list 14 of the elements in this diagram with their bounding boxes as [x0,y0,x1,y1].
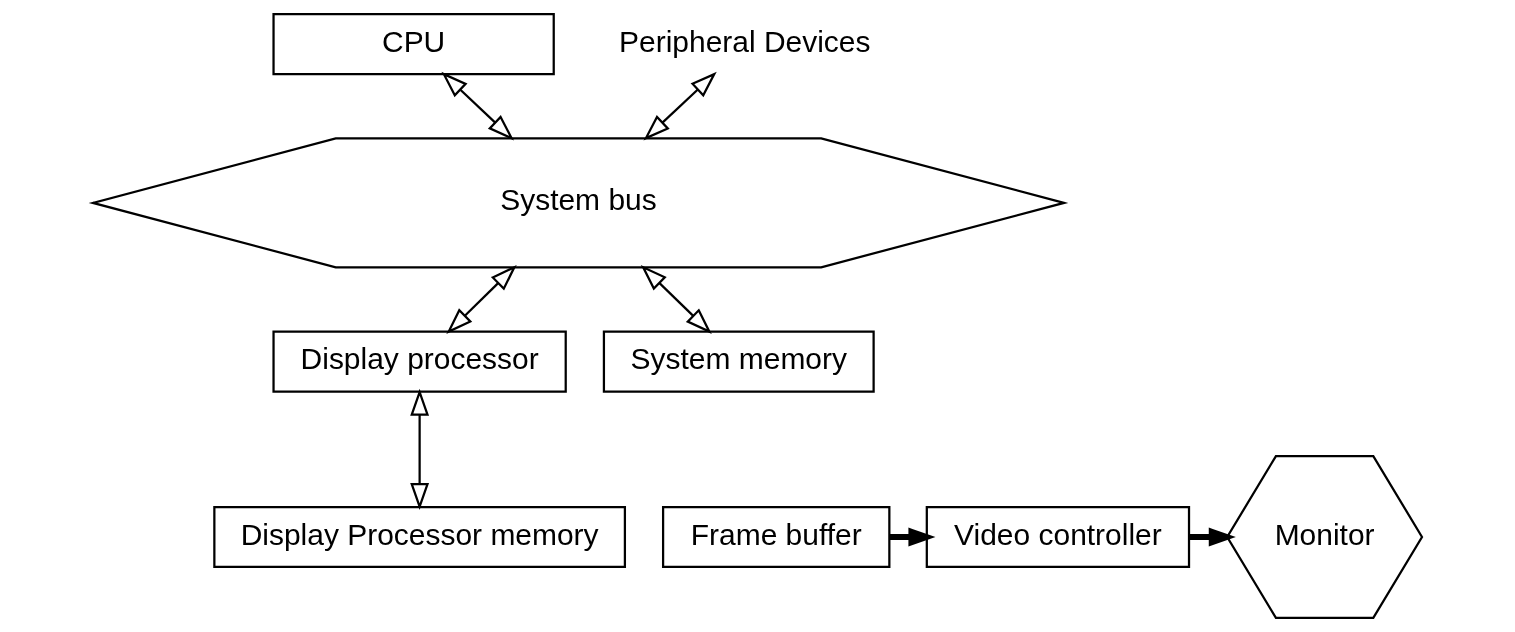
arrow [446,264,517,334]
node-box: Frame buffer [662,505,891,569]
node-text: Peripheral Devices [619,24,871,58]
node-box: Video controller [925,505,1191,569]
arrow [1189,527,1236,547]
arrow [643,71,717,141]
node-box: Display processor [272,330,567,393]
node-box: System memory [602,330,875,393]
arrow [410,388,430,510]
node-box: Display Processor memory [213,505,627,569]
arrow [640,264,712,334]
node-box: CPU [272,12,555,76]
arrow [889,527,936,547]
arrow [441,71,514,141]
